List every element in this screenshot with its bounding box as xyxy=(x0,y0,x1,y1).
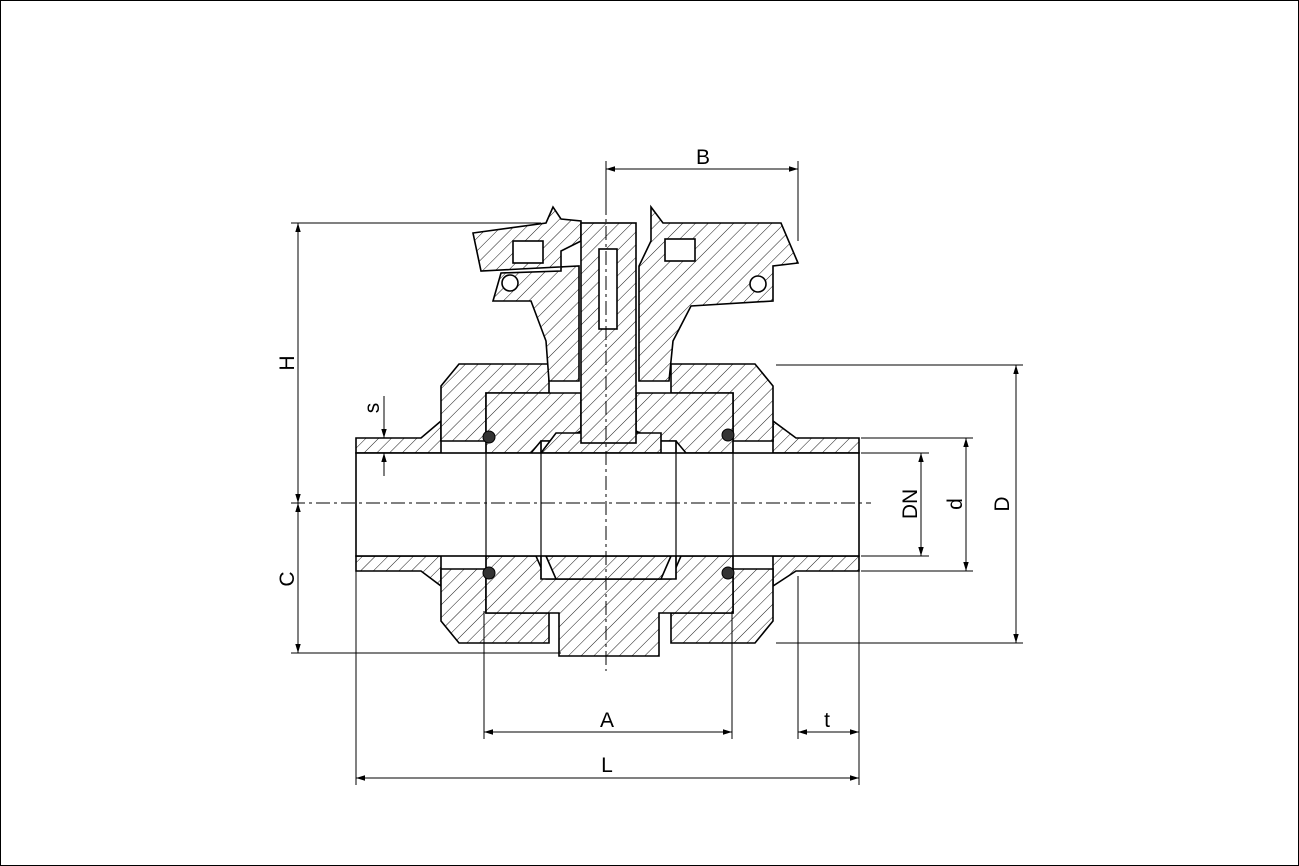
dim-label-B: B xyxy=(696,146,710,169)
dim-label-t: t xyxy=(824,709,830,732)
valve-body xyxy=(355,363,860,657)
extension-lines xyxy=(291,161,1023,785)
dim-label-A: A xyxy=(600,709,614,732)
dimension-lines xyxy=(295,166,1019,781)
dim-label-d: d xyxy=(944,498,967,510)
dim-label-C: C xyxy=(276,571,299,586)
dim-label-D: D xyxy=(991,496,1014,511)
dim-label-DN: DN xyxy=(899,489,922,519)
dim-label-s: s xyxy=(361,403,384,414)
dim-label-L: L xyxy=(601,754,613,777)
valve-handle xyxy=(472,204,800,444)
dim-label-H: H xyxy=(276,355,299,370)
